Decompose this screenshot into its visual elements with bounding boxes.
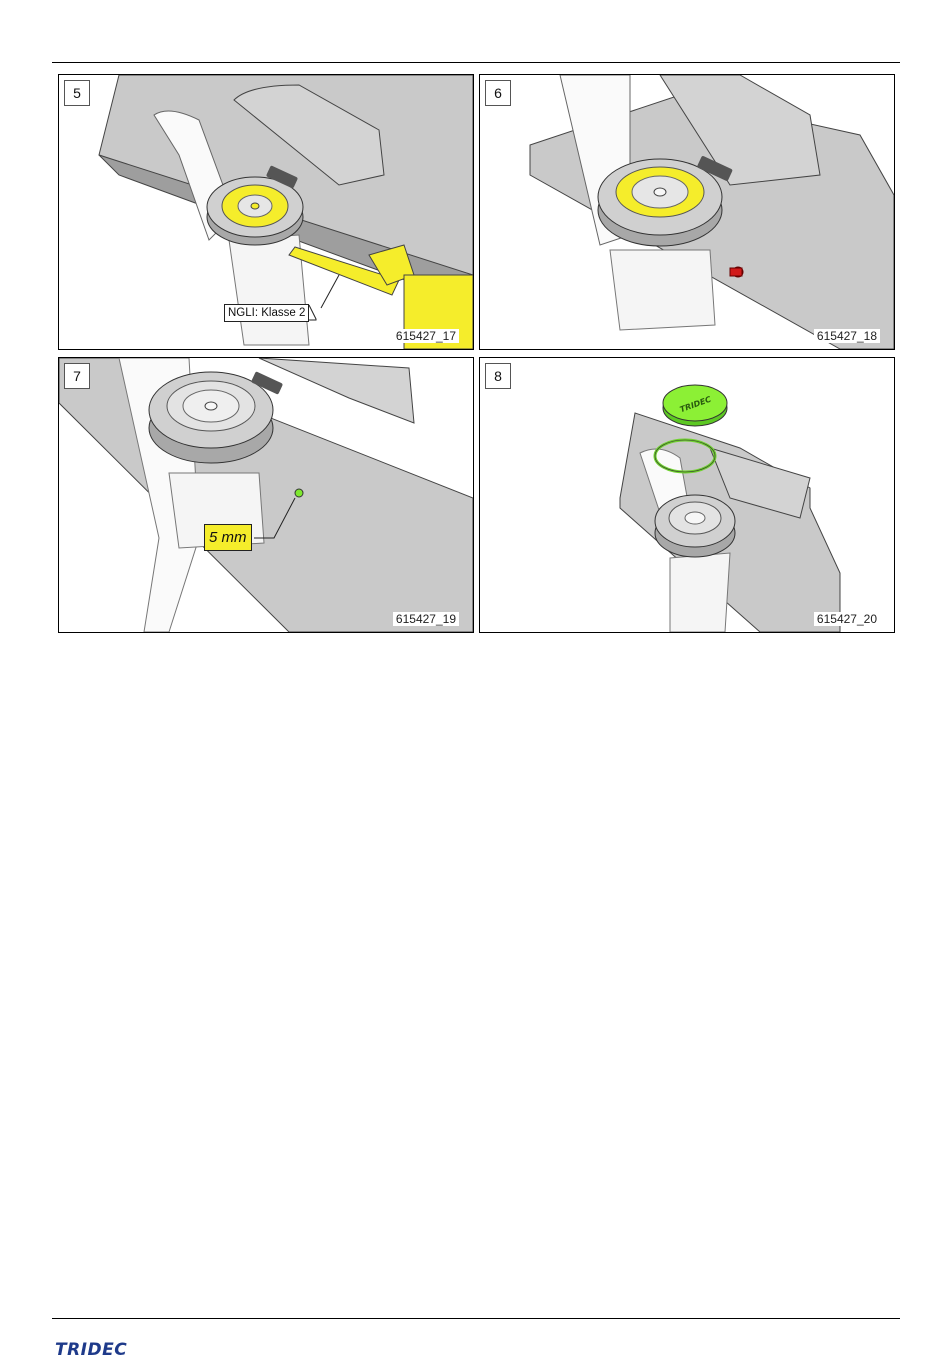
step-number: 5 xyxy=(64,80,90,106)
step-number: 6 xyxy=(485,80,511,106)
lubricant-class-callout: NGLI: Klasse 2 xyxy=(224,304,309,322)
figure-code: 615427_20 xyxy=(814,612,880,626)
figure-panel-7: 7 5 mm 615427_19 xyxy=(58,357,474,633)
illustration-grease-nipple xyxy=(480,75,894,349)
figure-code: 615427_17 xyxy=(393,329,459,343)
measurement-callout: 5 mm xyxy=(204,524,252,551)
figure-code: 615427_19 xyxy=(393,612,459,626)
brand-logo: TRIDEC xyxy=(55,1340,127,1360)
footer-rule xyxy=(52,1318,900,1319)
illustration-gauge-hole xyxy=(59,358,473,632)
header-rule xyxy=(52,62,900,63)
figure-panel-8: TRIDEC 8 615427_20 xyxy=(479,357,895,633)
figure-panel-5: 5 NGLI: Klasse 2 615427_17 xyxy=(58,74,474,350)
figure-code: 615427_18 xyxy=(814,329,880,343)
figure-panel-6: 6 615427_18 xyxy=(479,74,895,350)
illustration-cover-cap: TRIDEC xyxy=(480,358,894,632)
step-number: 7 xyxy=(64,363,90,389)
step-number: 8 xyxy=(485,363,511,389)
